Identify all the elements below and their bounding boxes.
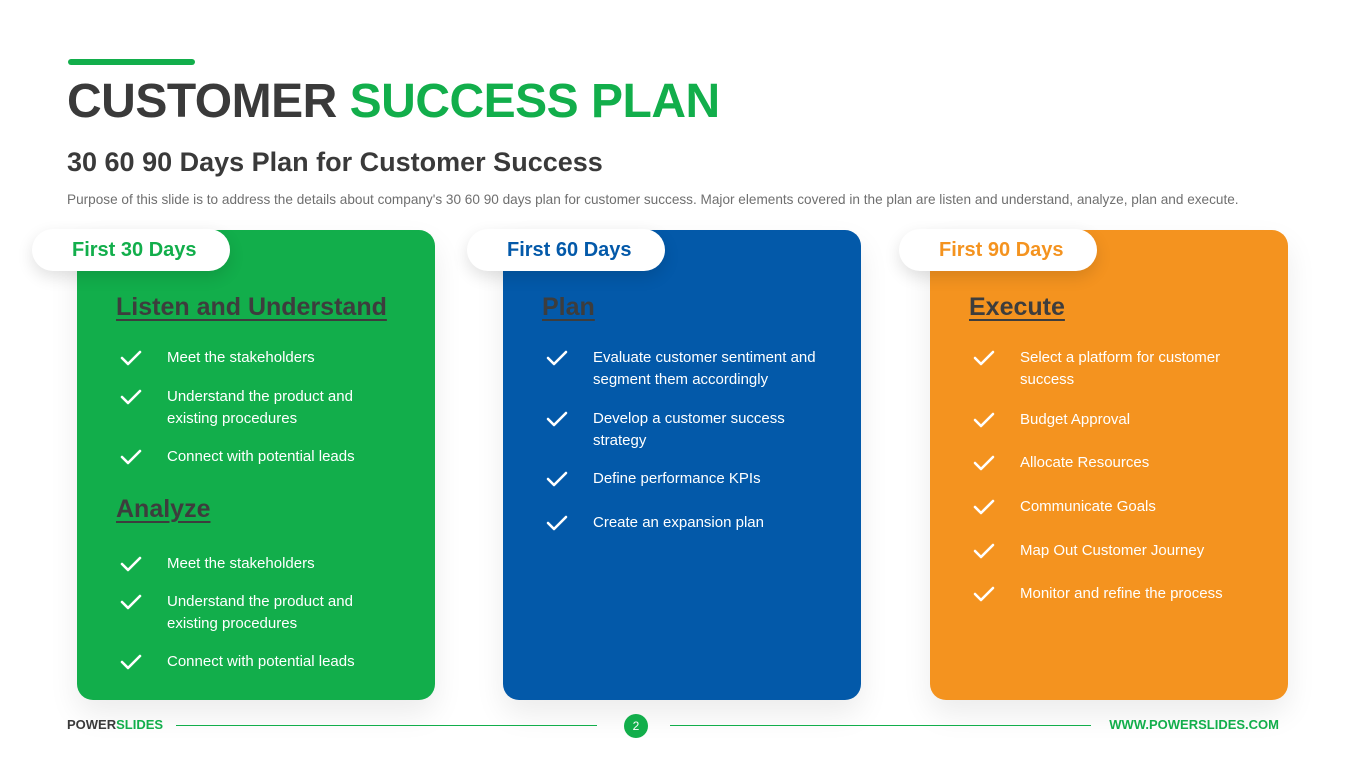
- check-icon: [973, 543, 995, 559]
- list-item: Meet the stakeholders: [120, 553, 410, 575]
- page-title: CUSTOMER SUCCESS PLAN: [67, 74, 720, 129]
- list-item: Evaluate customer sentiment and segment …: [546, 347, 826, 391]
- footer-brand-part2: SLIDES: [116, 717, 164, 732]
- list-item: Map Out Customer Journey: [973, 540, 1263, 562]
- list-item: Select a platform for customer success: [973, 347, 1243, 391]
- page-description: Purpose of this slide is to address the …: [67, 192, 1239, 207]
- list-item-text: Monitor and refine the process: [1020, 585, 1223, 602]
- check-icon: [120, 654, 142, 670]
- section-title-analyze: Analyze: [116, 495, 211, 523]
- list-item: Understand the product and existing proc…: [120, 591, 380, 635]
- title-part-green: SUCCESS PLAN: [349, 75, 721, 128]
- list-item-text: Meet the stakeholders: [167, 349, 315, 366]
- card-90-days: [930, 230, 1288, 700]
- list-item: Connect with potential leads: [120, 446, 410, 468]
- list-item-text: Evaluate customer sentiment and segment …: [593, 349, 816, 388]
- page-subtitle: 30 60 90 Days Plan for Customer Success: [67, 147, 603, 177]
- card-60-days: [503, 230, 861, 700]
- list-item-text: Create an expansion plan: [593, 514, 764, 531]
- list-item: Develop a customer success strategy: [546, 408, 806, 452]
- list-item: Define performance KPIs: [546, 468, 826, 490]
- list-item-text: Budget Approval: [1020, 411, 1131, 428]
- list-item-text: Communicate Goals: [1020, 498, 1156, 515]
- list-item: Meet the stakeholders: [120, 347, 410, 369]
- list-item: Understand the product and existing proc…: [120, 386, 380, 430]
- check-icon: [546, 350, 568, 366]
- footer-brand: POWERSLIDES: [67, 717, 163, 732]
- footer-divider-left: [176, 725, 597, 726]
- title-accent-bar: [68, 59, 195, 65]
- list-item: Connect with potential leads: [120, 651, 410, 673]
- tab-first-30-days: First 30 Days: [32, 229, 230, 271]
- list-item: Monitor and refine the process: [973, 583, 1273, 605]
- list-item-text: Meet the stakeholders: [167, 555, 315, 572]
- list-item-text: Connect with potential leads: [167, 653, 355, 670]
- section-title-execute: Execute: [969, 293, 1065, 321]
- list-item-text: Allocate Resources: [1020, 454, 1150, 471]
- section-title-plan: Plan: [542, 293, 595, 321]
- check-icon: [973, 350, 995, 366]
- list-item-text: Understand the product and existing proc…: [167, 593, 353, 632]
- list-item: Allocate Resources: [973, 452, 1263, 474]
- check-icon: [973, 412, 995, 428]
- list-item-text: Define performance KPIs: [593, 470, 761, 487]
- check-icon: [120, 556, 142, 572]
- list-item-text: Map Out Customer Journey: [1020, 542, 1205, 559]
- footer-url[interactable]: WWW.POWERSLIDES.COM: [1109, 717, 1279, 732]
- check-icon: [120, 389, 142, 405]
- check-icon: [120, 350, 142, 366]
- card-30-days: [77, 230, 435, 700]
- check-icon: [546, 411, 568, 427]
- check-icon: [120, 594, 142, 610]
- list-item-text: Connect with potential leads: [167, 448, 355, 465]
- footer-divider-right: [670, 725, 1091, 726]
- tab-first-60-days: First 60 Days: [467, 229, 665, 271]
- title-part-dark: CUSTOMER: [67, 75, 337, 128]
- tab-first-90-days: First 90 Days: [899, 229, 1097, 271]
- list-item-text: Understand the product and existing proc…: [167, 388, 353, 427]
- check-icon: [120, 449, 142, 465]
- check-icon: [973, 455, 995, 471]
- footer-brand-part1: POWER: [67, 717, 117, 732]
- list-item-text: Develop a customer success strategy: [593, 410, 785, 449]
- list-item: Create an expansion plan: [546, 512, 826, 534]
- section-title-listen: Listen and Understand: [116, 293, 387, 321]
- check-icon: [973, 586, 995, 602]
- list-item: Budget Approval: [973, 409, 1263, 431]
- check-icon: [546, 515, 568, 531]
- list-item: Communicate Goals: [973, 496, 1263, 518]
- list-item-text: Select a platform for customer success: [1020, 349, 1221, 388]
- check-icon: [973, 499, 995, 515]
- page-number-badge: 2: [624, 714, 648, 738]
- check-icon: [546, 471, 568, 487]
